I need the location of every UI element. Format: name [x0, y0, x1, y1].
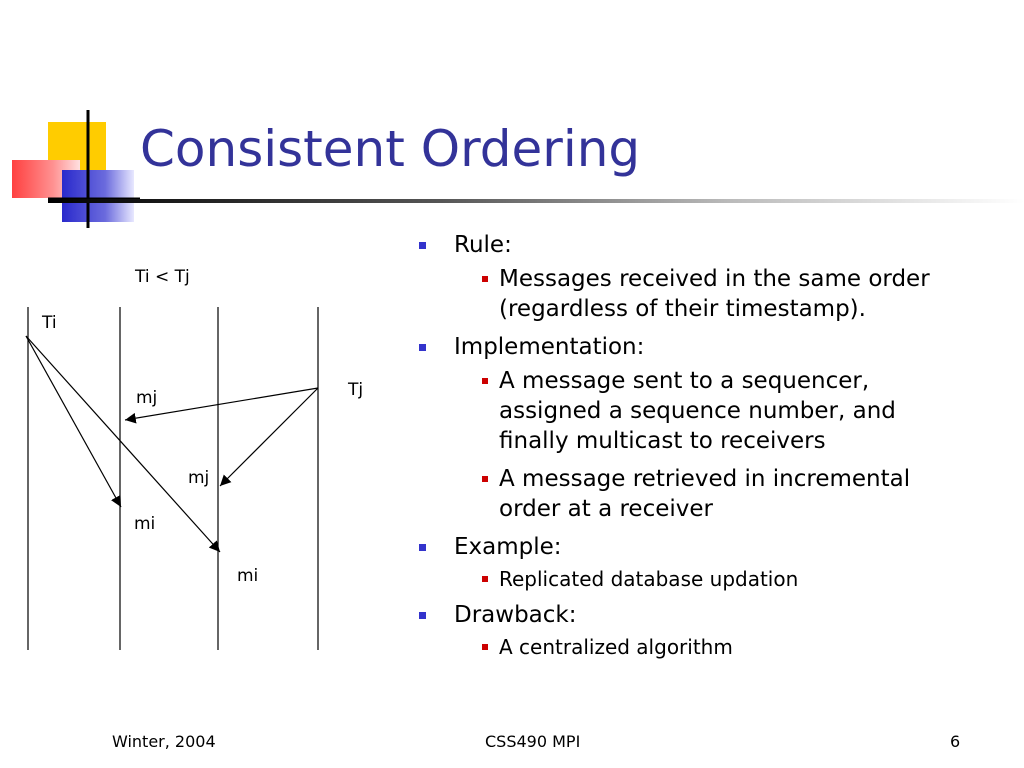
sub-bullet: A centralized algorithm — [454, 634, 969, 660]
sub-bullet-text: A message retrieved in incremental order… — [499, 466, 911, 522]
bullet-example: Example: Replicated database updation — [414, 532, 1014, 592]
bullet-square-icon — [419, 544, 426, 551]
bullet-square-icon — [482, 644, 488, 650]
message-label: mj — [188, 468, 209, 488]
sub-bullet: A message retrieved in incremental order… — [454, 464, 969, 524]
footer-date: Winter, 2004 — [112, 732, 216, 751]
bullet-square-icon — [419, 242, 426, 249]
message-label: mi — [237, 566, 258, 586]
bullet-list: Rule: Messages received in the same orde… — [414, 230, 1014, 668]
bullet-square-icon — [482, 476, 488, 482]
bullet-rule: Rule: Messages received in the same orde… — [414, 230, 1014, 324]
bullet-implementation: Implementation: A message sent to a sequ… — [414, 332, 1014, 524]
bullet-square-icon — [482, 576, 488, 582]
slide-logo — [12, 110, 140, 228]
sub-bullet-text: Messages received in the same order (reg… — [499, 266, 930, 322]
message-arrow-mj — [124, 387, 319, 424]
message-arrow-mi — [25, 335, 122, 508]
sub-bullet: Messages received in the same order (reg… — [454, 264, 969, 324]
bullet-square-icon — [482, 276, 488, 282]
slide-title: Consistent Ordering — [140, 120, 641, 178]
process-label-tj: Tj — [347, 380, 363, 400]
bullet-text: Implementation: — [454, 334, 645, 360]
message-label: mi — [134, 514, 155, 534]
bullet-square-icon — [419, 612, 426, 619]
footer-page-number: 6 — [950, 732, 961, 751]
bullet-square-icon — [419, 344, 426, 351]
sub-bullet-text: A centralized algorithm — [499, 635, 733, 659]
diagram-header: Ti < Tj — [134, 267, 190, 287]
title-divider — [48, 199, 1024, 203]
sub-bullet: Replicated database updation — [454, 566, 969, 592]
sub-bullet-text: A message sent to a sequencer, assigned … — [499, 368, 896, 454]
bullet-text: Example: — [454, 534, 562, 560]
message-label: mj — [136, 388, 157, 408]
message-arrow-mj — [219, 387, 319, 487]
footer-course: CSS490 MPI — [485, 732, 581, 751]
bullet-drawback: Drawback: A centralized algorithm — [414, 600, 1014, 660]
sub-bullet-text: Replicated database updation — [499, 567, 799, 591]
process-label-ti: Ti — [41, 313, 57, 333]
sub-bullet: A message sent to a sequencer, assigned … — [454, 366, 969, 456]
bullet-text: Rule: — [454, 232, 512, 258]
bullet-text: Drawback: — [454, 602, 577, 628]
bullet-square-icon — [482, 378, 488, 384]
message-ordering-diagram: Ti < Tj Ti Tj mj mj mi mi — [25, 267, 363, 650]
message-arrow-mi — [25, 335, 221, 553]
